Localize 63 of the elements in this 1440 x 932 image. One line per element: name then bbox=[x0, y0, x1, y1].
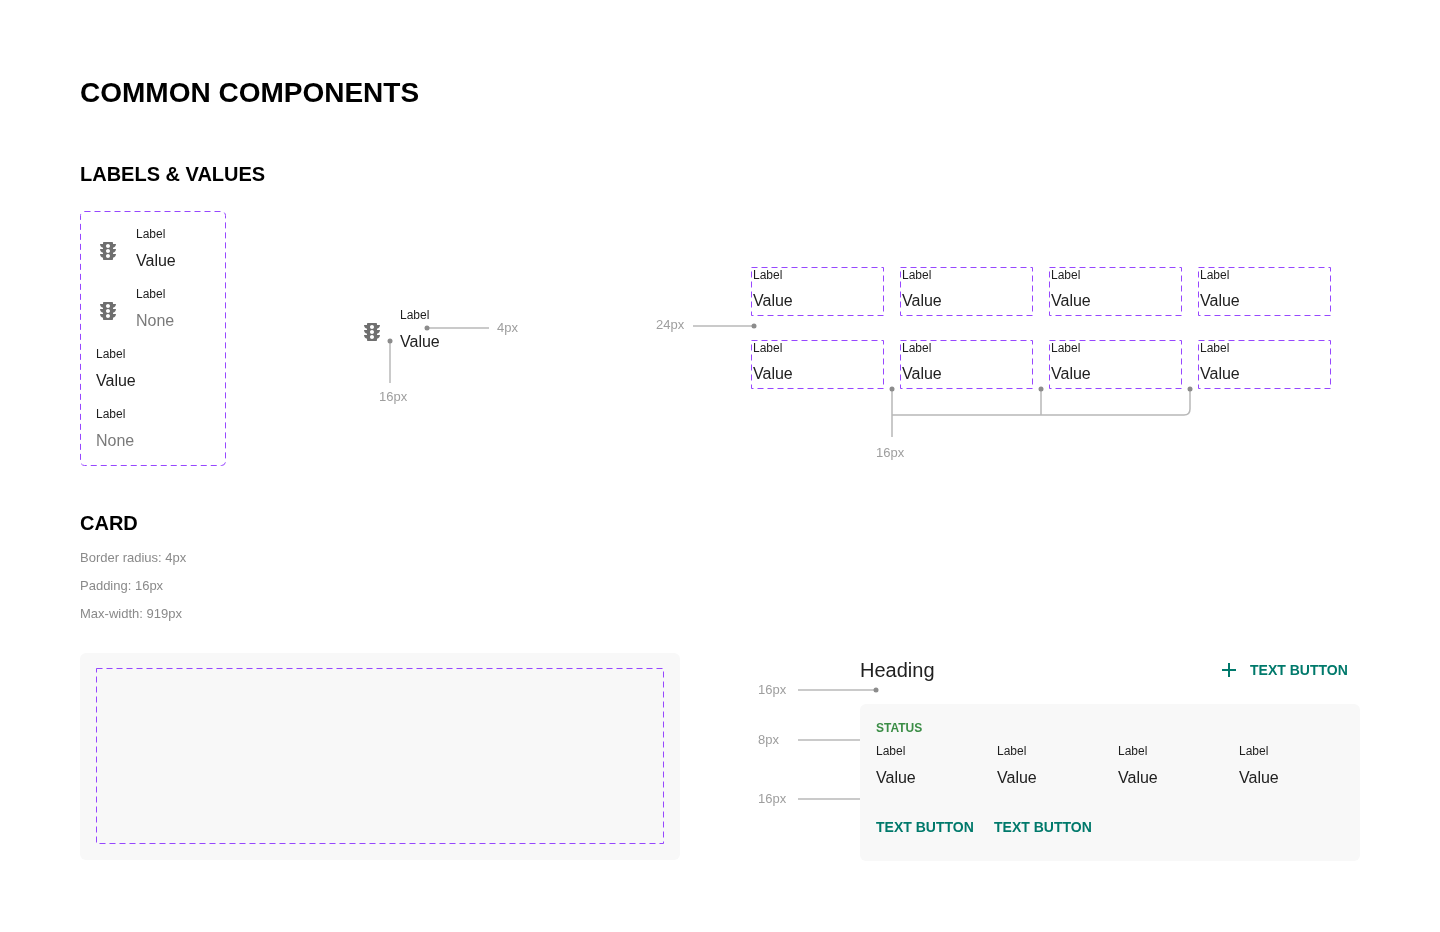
field-value: Value bbox=[902, 364, 942, 384]
field-label: Label bbox=[902, 341, 932, 355]
field-value: Value bbox=[400, 332, 440, 352]
dashed-frame bbox=[1049, 340, 1182, 389]
add-text-button: TEXT BUTTON bbox=[1222, 661, 1348, 679]
section-heading: LABELS & VALUES bbox=[80, 162, 266, 186]
field-value: Value bbox=[1118, 768, 1158, 788]
field-value: Value bbox=[753, 291, 793, 311]
field-label: Label bbox=[96, 347, 126, 361]
field-label: Label bbox=[1239, 744, 1269, 758]
field-value: Value bbox=[1239, 768, 1279, 788]
spec-note: Max-width: 919px bbox=[80, 606, 182, 622]
dashed-frame bbox=[751, 340, 884, 389]
dimension-label: 8px bbox=[758, 732, 779, 748]
dashed-frame bbox=[96, 668, 664, 844]
field-label: Label bbox=[1051, 268, 1081, 282]
dimension-label: 16px bbox=[758, 682, 787, 698]
dashed-frame bbox=[900, 340, 1033, 389]
dashed-frame bbox=[1198, 340, 1331, 389]
field-label: Label bbox=[96, 407, 126, 421]
dashed-frame bbox=[751, 267, 884, 316]
card-heading: Heading bbox=[860, 658, 935, 682]
text-button: TEXT BUTTON bbox=[876, 818, 974, 836]
field-label: Label bbox=[400, 308, 430, 322]
field-label: Label bbox=[876, 744, 906, 758]
empty-value: None bbox=[136, 311, 175, 331]
dimension-label: 16px bbox=[758, 791, 787, 807]
field-label: Label bbox=[902, 268, 932, 282]
field-label: Label bbox=[997, 744, 1027, 758]
field-value: Value bbox=[753, 364, 793, 384]
dimension-label: 4px bbox=[497, 320, 518, 336]
field-label: Label bbox=[1200, 268, 1230, 282]
field-value: Value bbox=[1051, 364, 1091, 384]
field-value: Value bbox=[997, 768, 1037, 788]
empty-value: None bbox=[96, 431, 135, 451]
page-title: COMMON COMPONENTS bbox=[80, 76, 420, 110]
field-label: Label bbox=[753, 268, 783, 282]
field-value: Value bbox=[1200, 291, 1240, 311]
field-label: Label bbox=[1200, 341, 1230, 355]
field-label: Label bbox=[136, 287, 166, 301]
section-heading: CARD bbox=[80, 511, 138, 535]
field-value: Value bbox=[902, 291, 942, 311]
card-panel bbox=[80, 653, 680, 860]
dashed-frame bbox=[1198, 267, 1331, 316]
dimension-label: 16px bbox=[876, 445, 905, 461]
spec-note: Border radius: 4px bbox=[80, 550, 187, 566]
field-value: Value bbox=[96, 371, 136, 391]
text-button: TEXT BUTTON bbox=[994, 818, 1092, 836]
field-value: Value bbox=[136, 251, 176, 271]
spec-note: Padding: 16px bbox=[80, 578, 164, 594]
field-label: Label bbox=[136, 227, 166, 241]
dashed-frame bbox=[1049, 267, 1182, 316]
field-label: Label bbox=[1051, 341, 1081, 355]
field-label: Label bbox=[753, 341, 783, 355]
field-value: Value bbox=[876, 768, 916, 788]
dimension-label: 16px bbox=[379, 389, 408, 405]
field-value: Value bbox=[1051, 291, 1091, 311]
dashed-frame bbox=[80, 211, 226, 466]
status-label: STATUS bbox=[876, 721, 923, 735]
dimension-label: 24px bbox=[656, 317, 685, 333]
field-label: Label bbox=[1118, 744, 1148, 758]
field-value: Value bbox=[1200, 364, 1240, 384]
dashed-frame bbox=[900, 267, 1033, 316]
